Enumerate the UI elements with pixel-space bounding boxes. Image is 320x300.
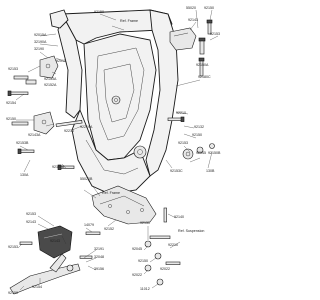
part-label: 92154 (32, 285, 42, 289)
ref-label-frame: Ref. Frame (102, 191, 120, 195)
part-label: 11012 (140, 287, 150, 291)
part-label: 92022 (160, 267, 170, 271)
reference-labels: Ref. Frame Ref. Frame Ref. Suspension (102, 19, 204, 233)
frame-assembly (49, 9, 179, 195)
part-label: 92150 (204, 6, 214, 10)
left-bracket-mid (11, 111, 83, 135)
part-label: 92150A (196, 63, 209, 67)
part-label: 92154 (6, 101, 16, 105)
part-label: 32190 (34, 47, 44, 51)
part-label: 92210 (176, 111, 186, 115)
part-label: 92180B (52, 165, 65, 169)
part-label: 92153B (16, 141, 29, 145)
part-label: 92143A (28, 133, 41, 137)
kick-pedal (9, 253, 93, 295)
part-label: 92150B (208, 151, 221, 155)
leader-lines (15, 9, 219, 291)
part-label: 92015A (34, 33, 47, 37)
part-label: 92153 (8, 67, 18, 71)
left-bracket-upper (13, 55, 59, 85)
part-label: 92015 (56, 59, 66, 63)
part-label: 92152A (44, 83, 57, 87)
part-label: 92210 (64, 129, 74, 133)
part-label: 92153C (170, 169, 183, 173)
part-label: 55020B (80, 177, 93, 181)
part-label: 92152 (104, 227, 114, 231)
part-label: 92150 (94, 10, 104, 14)
part-label: 92180C (198, 75, 211, 79)
part-label: 92153 (26, 212, 36, 216)
part-label: 92143 (26, 220, 36, 224)
part-label: 92143 (50, 239, 60, 243)
part-label: 92219A (80, 125, 93, 129)
part-label: 92143 (188, 18, 198, 22)
part-label: 130A (20, 173, 29, 177)
part-label: 92153 (178, 141, 188, 145)
part-label: 55020 (186, 6, 196, 10)
left-bolts (7, 90, 75, 170)
parts-diagram: 92150 92150 55020 92143 92153 92015A 321… (6, 6, 221, 295)
ref-label-suspension: Ref. Suspension (178, 229, 204, 233)
part-label: 92022 (132, 273, 142, 277)
part-label: 92150 (138, 259, 148, 263)
part-label: 92150 (8, 291, 18, 295)
part-label: 32190A (34, 40, 47, 44)
part-number-labels: 92150 92150 55020 92143 92153 92015A 321… (6, 6, 221, 295)
part-label: 92153A (44, 77, 57, 81)
part-label: 92153 (210, 32, 220, 36)
part-label: 92045 (196, 151, 206, 155)
part-label: 92045 (132, 247, 142, 251)
part-label: 92132 (194, 125, 204, 129)
part-label: 92153 (8, 245, 18, 249)
part-label: 130B (206, 169, 215, 173)
part-label: 92140 (174, 215, 184, 219)
skid-plate (91, 185, 167, 225)
part-label: 92210 (168, 243, 178, 247)
lower-guard (19, 225, 101, 259)
part-label: 92150 (192, 133, 202, 137)
part-label: 32191 (94, 247, 104, 251)
suspension-links (144, 235, 181, 286)
ref-label-frame: Ref. Frame (120, 19, 138, 23)
part-label: 14079 (84, 223, 94, 227)
part-label: 32048 (94, 255, 104, 259)
right-bolts (198, 19, 213, 77)
top-bracket (169, 27, 206, 55)
right-bushing-assembly (167, 116, 215, 160)
part-label: 92150 (6, 117, 16, 121)
part-label: 39156 (94, 267, 104, 271)
part-label: 92150 (140, 221, 150, 225)
